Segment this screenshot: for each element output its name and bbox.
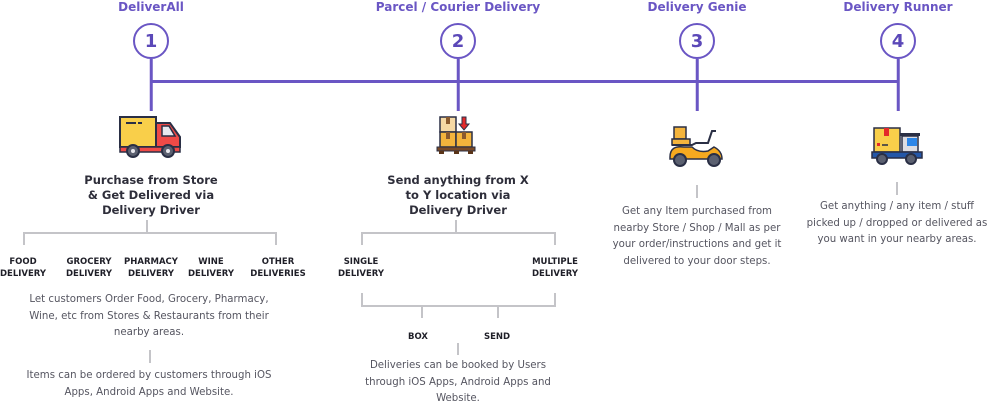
cargo-truck-icon bbox=[871, 127, 923, 165]
step-4-description-connector bbox=[896, 182, 898, 195]
bracket-tick bbox=[275, 232, 277, 245]
scooter-icon bbox=[669, 126, 723, 167]
step-1-heading: Purchase from Store & Get Delivered via … bbox=[84, 173, 217, 218]
step-4-title: Delivery Runner bbox=[843, 0, 953, 14]
step-1-note: Items can be ordered by customers throug… bbox=[26, 370, 272, 398]
step-2-title: Parcel / Courier Delivery bbox=[375, 0, 541, 14]
step-4-description: Get anything / any item / stuff picked u… bbox=[806, 201, 988, 245]
step-3-connector bbox=[695, 59, 699, 111]
step-1-number: 1 bbox=[133, 23, 169, 59]
step-4-number: 4 bbox=[880, 23, 916, 59]
bracket-tick bbox=[554, 232, 556, 245]
step-2-number: 2 bbox=[440, 23, 476, 59]
bracket-tick bbox=[497, 305, 499, 318]
step-3-description-connector bbox=[696, 185, 698, 198]
heading-line: Send anything from X bbox=[387, 173, 529, 187]
step-2-description: Deliveries can be booked by Users throug… bbox=[365, 360, 551, 404]
step-2-bracket-stem bbox=[455, 220, 457, 233]
bracket-tick bbox=[421, 305, 423, 318]
bracket-tick bbox=[361, 293, 363, 306]
heading-line: Delivery Driver bbox=[409, 203, 507, 217]
bracket-tick bbox=[23, 232, 25, 245]
step-2-connector bbox=[456, 59, 460, 111]
option-box: BOX bbox=[408, 332, 428, 342]
bracket-tick bbox=[554, 293, 556, 306]
step-2-bottom-bracket-bar bbox=[361, 305, 556, 307]
step-1-note-connector bbox=[149, 350, 151, 363]
step-1-connector bbox=[149, 59, 153, 111]
step-2-bracket-bar bbox=[361, 232, 556, 234]
option-send: SEND bbox=[483, 332, 511, 342]
delivery-truck-icon bbox=[119, 116, 181, 158]
step-1-bracket-bar bbox=[23, 232, 277, 234]
step-3-title: Delivery Genie bbox=[647, 0, 747, 14]
parcel-boxes-icon bbox=[436, 116, 476, 154]
step-4-connector bbox=[896, 59, 900, 111]
step-2-description-connector bbox=[457, 343, 459, 355]
step-3-description: Get any Item purchased from nearby Store… bbox=[612, 206, 782, 267]
step-1-description: Let customers Order Food, Grocery, Pharm… bbox=[29, 294, 269, 338]
heading-line: Delivery Driver bbox=[102, 203, 200, 217]
heading-line: & Get Delivered via bbox=[87, 188, 215, 202]
step-1-bracket-stem bbox=[146, 220, 148, 233]
step-2-heading: Send anything from X to Y location via D… bbox=[387, 173, 528, 218]
step-1-title: DeliverAll bbox=[118, 0, 184, 14]
timeline-line bbox=[151, 80, 899, 83]
step-3-number: 3 bbox=[679, 23, 715, 59]
heading-line: to Y location via bbox=[405, 188, 511, 202]
heading-line: Purchase from Store bbox=[84, 173, 218, 187]
bracket-tick bbox=[361, 232, 363, 245]
